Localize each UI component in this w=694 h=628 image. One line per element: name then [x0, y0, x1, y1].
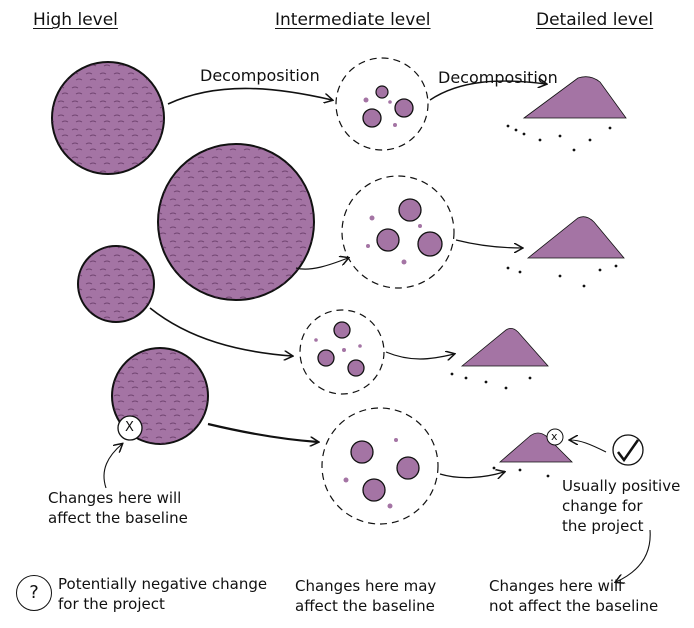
- arrow-mid-to-detail-2: [455, 239, 522, 248]
- arrow-high-to-mid-1: [167, 87, 332, 105]
- x-marker-icon: [117, 415, 143, 441]
- arrow-note-positive: [570, 440, 607, 453]
- note-detailed-line2: not affect the baseline: [489, 597, 659, 615]
- high-rock-1: [51, 61, 165, 175]
- note-negative-line2: for the project: [58, 595, 165, 613]
- detail-pile-2: [506, 216, 625, 288]
- arrow-mid-to-detail-3: [385, 352, 454, 359]
- arrow-high-to-mid-2: [295, 258, 348, 270]
- note-positive-line1: Usually positive: [562, 477, 681, 495]
- x-marker-label: X: [125, 420, 134, 435]
- arrow-high-to-mid-3: [149, 307, 292, 356]
- high-rock-3: [77, 245, 155, 323]
- note-detailed-level: Changes here will not affect the baselin…: [489, 576, 658, 616]
- header-detailed-level: Detailed level: [536, 10, 654, 30]
- note-positive-line2: change for: [562, 497, 643, 515]
- decomposition-label-1: Decomposition: [200, 66, 320, 85]
- note-positive-line3: the project: [562, 517, 644, 535]
- arrow-mid-to-detail-4: [439, 472, 504, 478]
- header-intermediate-level: Intermediate level: [275, 10, 431, 30]
- note-intermediate-line2: affect the baseline: [295, 597, 435, 615]
- small-x-marker-icon: [546, 428, 564, 446]
- note-intermediate-line1: Changes here may: [295, 577, 437, 595]
- note-negative-line1: Potentially negative change: [58, 575, 268, 593]
- note-positive-change: Usually positive change for the project: [562, 476, 680, 536]
- note-detailed-line1: Changes here will: [489, 577, 623, 595]
- intermediate-group-1: [335, 57, 429, 151]
- arrow-note-high: [103, 444, 122, 489]
- detail-pile-4: [492, 432, 573, 478]
- note-high-line1: Changes here will: [48, 489, 182, 507]
- arrow-note-detailed: [616, 529, 651, 582]
- checkmark-icon: [612, 434, 644, 466]
- intermediate-group-3: [299, 309, 385, 395]
- note-intermediate-level: Changes here may affect the baseline: [295, 576, 436, 616]
- arrow-mid-to-detail-1: [429, 81, 546, 101]
- high-rock-2: [157, 143, 315, 301]
- arrow-high-to-mid-4: [207, 422, 318, 442]
- detail-pile-1: [506, 76, 627, 152]
- decomposition-label-2: Decomposition: [438, 68, 558, 87]
- note-negative-change: Potentially negative change for the proj…: [58, 574, 267, 614]
- small-x-marker-label: x: [551, 430, 558, 443]
- note-high-line2: affect the baseline: [48, 509, 188, 527]
- header-high-level: High level: [33, 10, 118, 30]
- intermediate-group-4: [321, 407, 439, 525]
- intermediate-group-2: [341, 175, 455, 289]
- question-icon: ?: [16, 575, 52, 611]
- note-high-level: Changes here will affect the baseline: [48, 488, 188, 528]
- detail-pile-3: [450, 328, 549, 390]
